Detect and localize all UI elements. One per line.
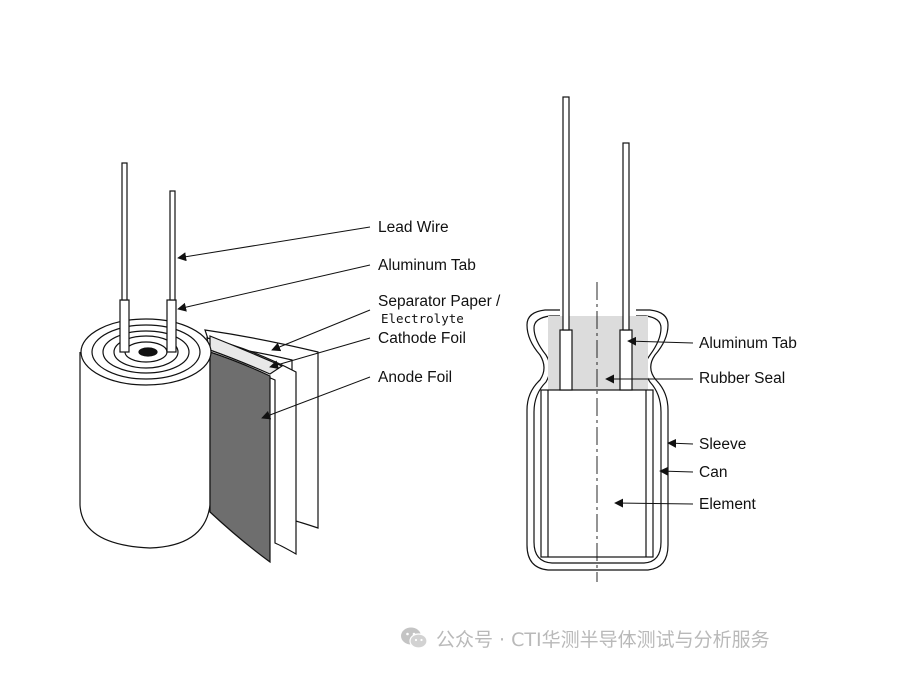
sleeve-outline [526,309,669,571]
label-separator-paper: Separator Paper / [378,293,501,310]
wound-element-illustration [79,162,319,564]
label-anode-foil: Anode Foil [378,369,452,386]
label-cathode-foil: Cathode Foil [378,330,466,347]
lead-wire-left-b [169,190,176,301]
label-can: Can [699,464,727,481]
can-outline [533,315,662,564]
label-rubber-seal: Rubber Seal [699,370,785,387]
lead-wire-right-a [562,96,570,331]
left-callouts [177,226,371,420]
watermark-text: 公众号 · CTI华测半导体测试与分析服务 [436,628,770,651]
aluminum-tab-right-a [559,329,573,391]
aluminum-tab-left-b [166,299,177,353]
wechat-icon [401,627,428,649]
label-electrolyte: Electrolyte [381,311,464,326]
roll-body [79,352,211,549]
label-sleeve: Sleeve [699,436,746,453]
label-aluminum-tab-right: Aluminum Tab [699,335,797,352]
lead-wire-left-a [121,162,128,301]
right-callouts [605,336,694,508]
cross-section-illustration [526,96,669,582]
label-aluminum-tab-left: Aluminum Tab [378,257,476,274]
anode-sheet [209,351,271,564]
label-element: Element [699,496,757,513]
separator-sheet [209,335,284,375]
watermark-footer: 公众号 · CTI华测半导体测试与分析服务 [400,623,770,653]
aluminum-tab-right-b [619,329,633,391]
aluminum-tab-left-a [119,299,130,353]
lead-wire-right-b [622,142,630,331]
label-lead-wire: Lead Wire [378,219,449,236]
